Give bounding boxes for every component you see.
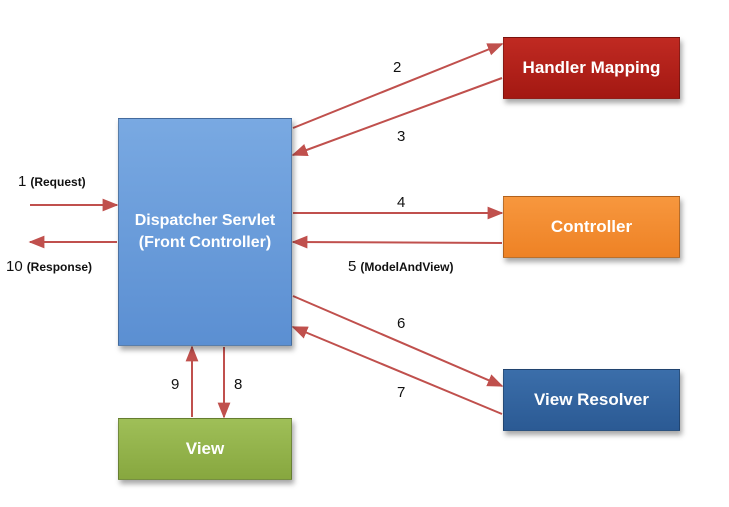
label-request-number: 1 (18, 173, 27, 190)
dispatcher-title: Dispatcher Servlet (134, 212, 276, 229)
label-response-number: 10 (6, 258, 23, 275)
label-step-4: 4 (397, 194, 405, 211)
arrow-to-handler-mapping (292, 43, 504, 129)
label-step-8-number: 8 (234, 376, 243, 393)
label-step-3-number: 3 (397, 128, 406, 145)
arrow-from-view-resolver (291, 326, 503, 415)
label-response-text: (Response) (26, 260, 93, 274)
label-step-5: 5(ModelAndView) (348, 258, 453, 275)
label-step-5-number: 5 (348, 258, 357, 275)
label-step-8: 8 (234, 376, 242, 393)
controller-box: Controller (503, 196, 680, 258)
handler-mapping-box: Handler Mapping (503, 37, 680, 99)
label-request-text: (Request) (30, 175, 86, 189)
label-step-9: 9 (171, 376, 179, 393)
arrow-to-view-resolver (292, 295, 504, 387)
label-step-7-number: 7 (397, 384, 406, 401)
label-response: 10(Response) (6, 258, 92, 275)
dispatcher-servlet-box: Dispatcher Servlet (Front Controller) (118, 118, 292, 346)
dispatcher-subtitle: (Front Controller) (138, 234, 272, 251)
label-step-6: 6 (397, 315, 405, 332)
arrow-from-handler-mapping (291, 77, 503, 157)
arrow-from-controller (291, 235, 503, 249)
label-step-4-number: 4 (397, 194, 406, 211)
label-step-9-number: 9 (171, 376, 180, 393)
label-step-3: 3 (397, 128, 405, 145)
label-request: 1(Request) (18, 173, 86, 190)
label-step-2-number: 2 (393, 59, 402, 76)
label-step-5-text: (ModelAndView) (360, 260, 454, 274)
label-step-6-number: 6 (397, 315, 406, 332)
label-step-7: 7 (397, 384, 405, 401)
view-box: View (118, 418, 292, 480)
view-resolver-box: View Resolver (503, 369, 680, 431)
label-step-2: 2 (393, 59, 401, 76)
